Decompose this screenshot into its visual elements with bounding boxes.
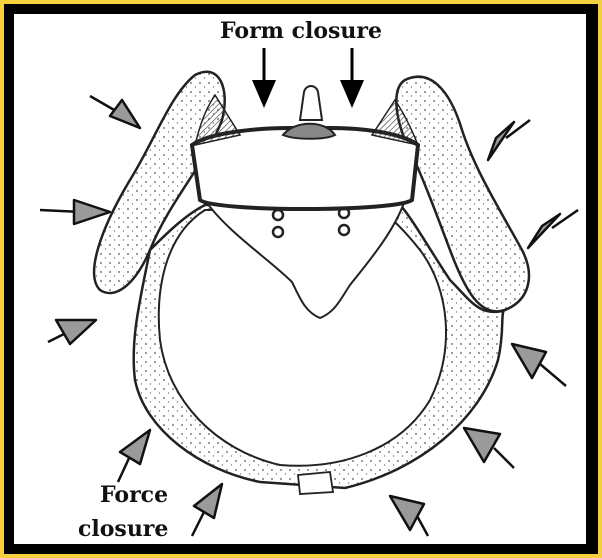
sacral-base bbox=[192, 128, 418, 209]
pubic-symphysis bbox=[298, 472, 333, 494]
form-closure-label: Form closure bbox=[220, 20, 382, 42]
spinous-process bbox=[300, 86, 322, 120]
force-closure-label-line1: Force bbox=[100, 484, 168, 506]
force-closure-label-line2: closure bbox=[78, 518, 168, 540]
